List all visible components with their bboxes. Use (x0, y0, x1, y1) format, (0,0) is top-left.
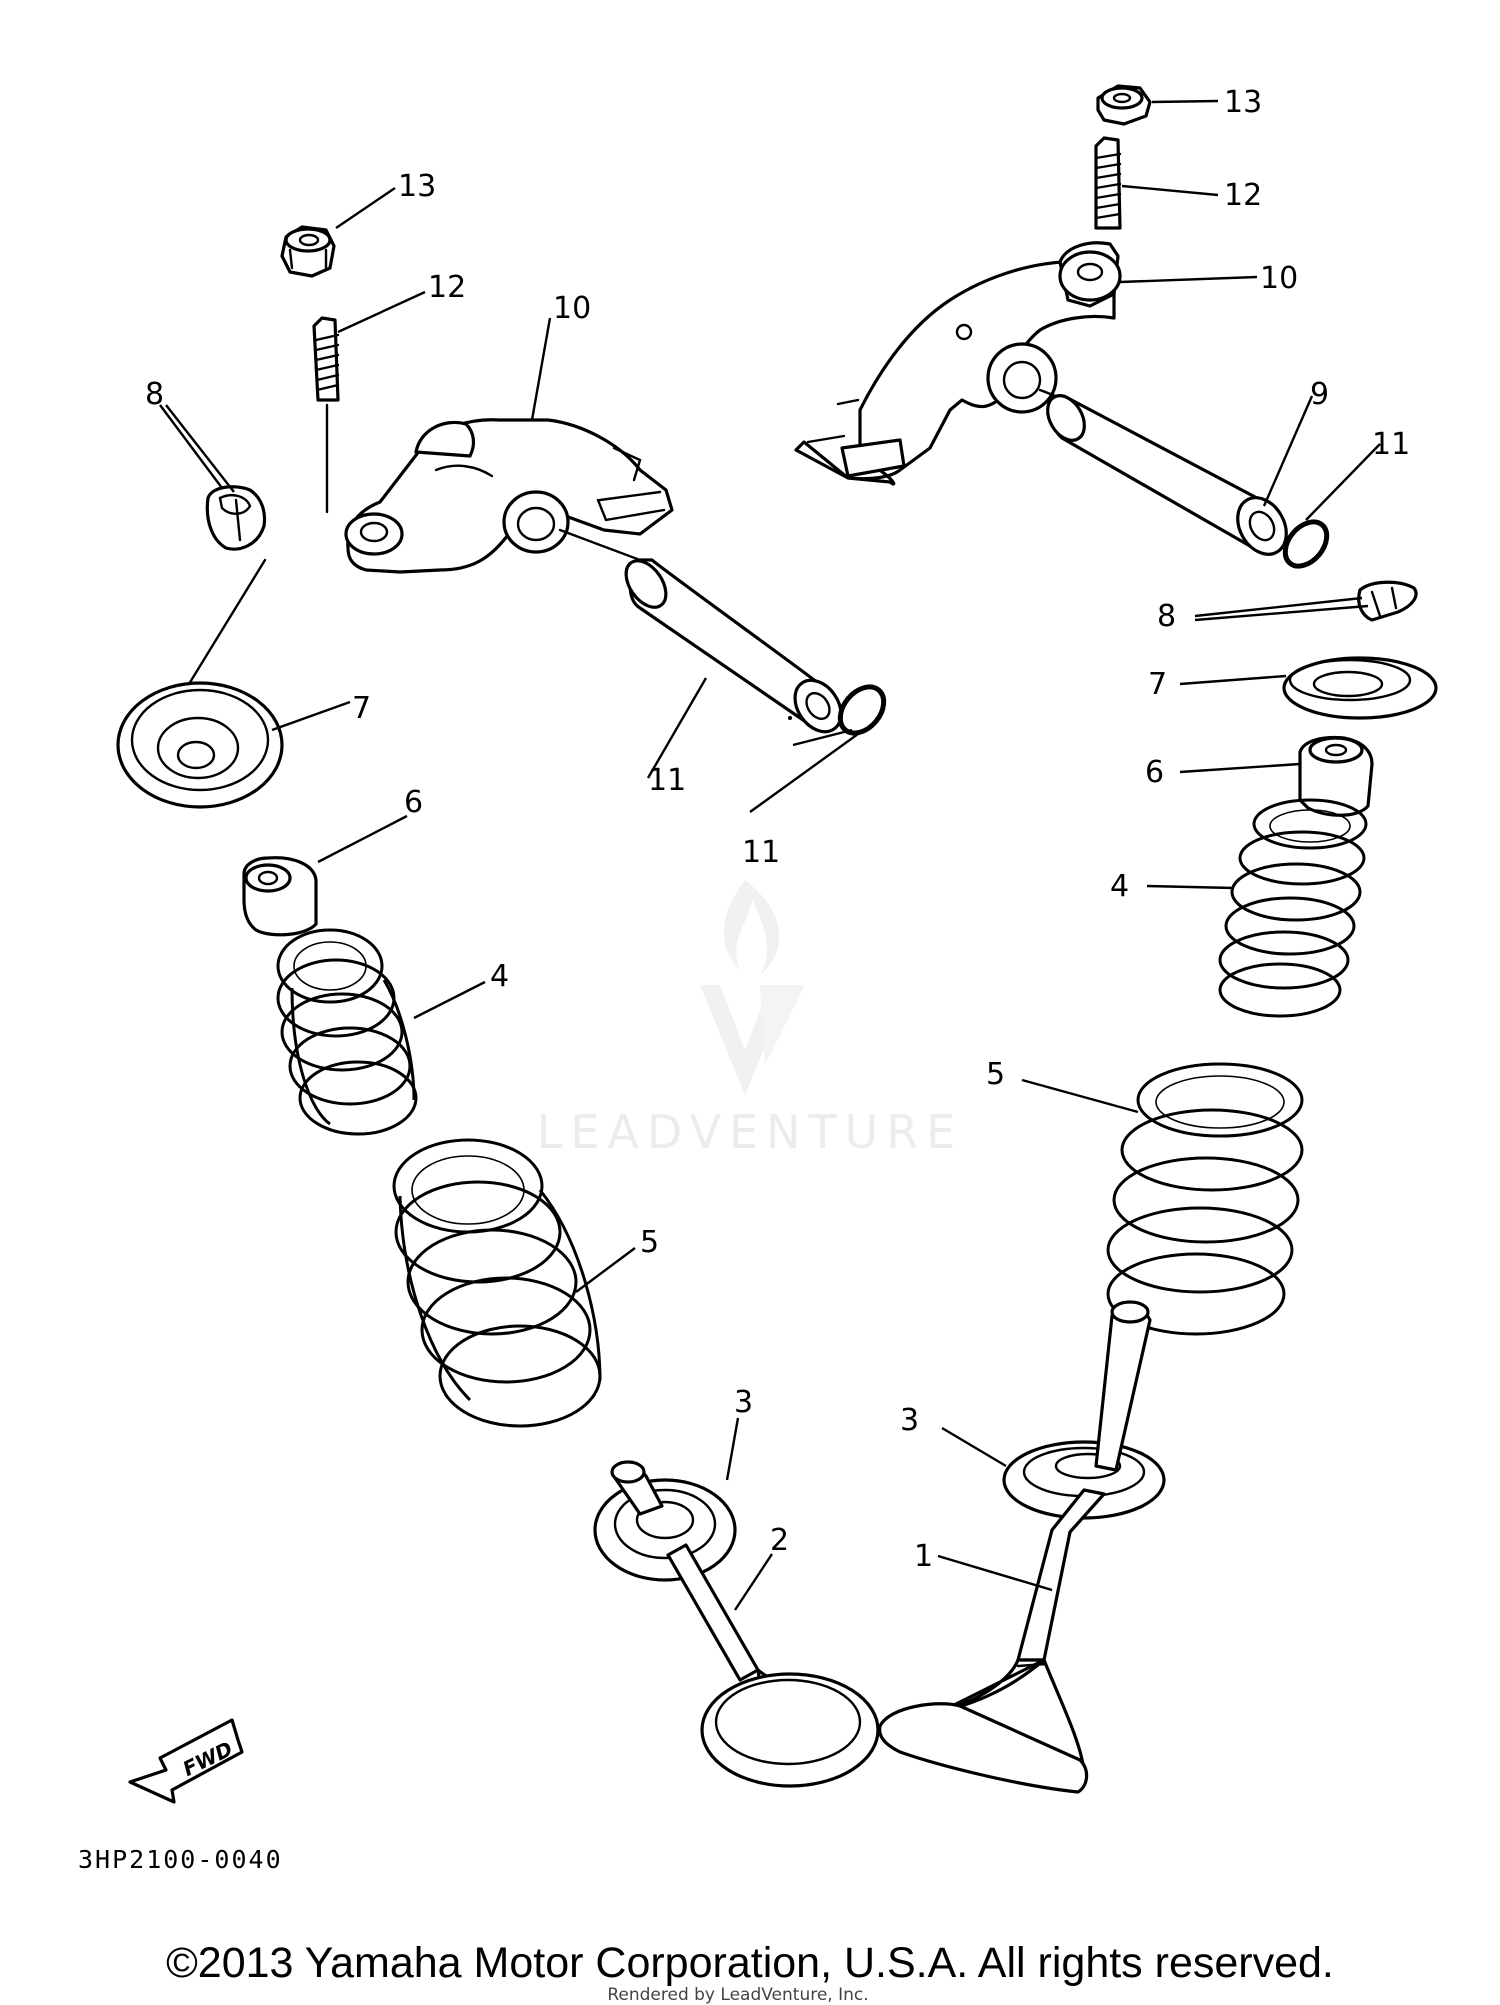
callout-labels: 13 12 8 10 7 6 4 5 11 11 3 2 13 12 10 9 … (145, 85, 1410, 1574)
callout-9-right: 10 (1260, 261, 1298, 296)
part-4-inner-valve-spring-left[interactable] (276, 928, 418, 1136)
callout-13-right: 13 (1224, 85, 1262, 120)
callout-6-right: 6 (1145, 755, 1164, 790)
part-11-o-ring-right[interactable] (1277, 514, 1335, 574)
part-6-valve-stem-seal-right[interactable] (1298, 735, 1374, 817)
part-2-intake-valve[interactable] (610, 1460, 880, 1788)
part-5-outer-valve-spring-left[interactable] (392, 1138, 602, 1428)
callout-2: 2 (770, 1523, 789, 1558)
callout-11-left: 11 (742, 835, 780, 870)
callout-7-left: 7 (352, 691, 371, 726)
part-8-valve-cotters-right[interactable] (1357, 580, 1418, 622)
callout-6-left: 6 (404, 785, 423, 820)
part-9-rocker-arm-right[interactable] (794, 241, 1122, 486)
watermark: LEADVENTURE (537, 880, 964, 1159)
part-9-rocker-arm-left[interactable] (344, 418, 674, 574)
callout-12-left: 12 (428, 270, 466, 305)
part-7-spring-retainer-left[interactable] (116, 681, 284, 809)
callout-8-right: 8 (1157, 599, 1176, 634)
callout-3-right: 3 (900, 1403, 919, 1438)
part-12-stud-right[interactable] (1094, 136, 1122, 230)
callout-11-right: 11 (1372, 427, 1410, 462)
callout-10-left: 11 (648, 763, 686, 798)
callout-12-right: 12 (1224, 178, 1262, 213)
leader-lines (159, 99, 1381, 1611)
diagram-code: 3HP2100-0040 (78, 1845, 283, 1874)
callout-5-left: 5 (640, 1225, 659, 1260)
part-1-exhaust-valve[interactable] (878, 1300, 1152, 1794)
part-6-valve-stem-seal-left[interactable] (242, 856, 318, 937)
part-11-o-ring-left[interactable] (831, 679, 892, 742)
part-12-stud-left[interactable] (312, 316, 340, 514)
part-13-nut-left[interactable] (280, 225, 336, 278)
flame-logo-icon (700, 880, 805, 1095)
part-3-spring-seat-right[interactable] (1002, 1440, 1166, 1520)
callout-8-left: 8 (145, 377, 164, 412)
watermark-text: LEADVENTURE (537, 1105, 964, 1159)
callout-4-left: 4 (490, 959, 509, 994)
callout-1: 1 (914, 1539, 933, 1574)
callout-3-left: 3 (734, 1385, 753, 1420)
part-5-outer-valve-spring-right[interactable] (1106, 1062, 1304, 1336)
part-7-spring-retainer-right[interactable] (1282, 656, 1438, 720)
part-13-nut-right[interactable] (1096, 84, 1152, 126)
fwd-arrow-icon: FWD (128, 1718, 244, 1804)
copyright-notice: ©2013 Yamaha Motor Corporation, U.S.A. A… (166, 1939, 1334, 1987)
part-10-rocker-shaft-left[interactable] (558, 528, 850, 740)
rendered-by-notice: Rendered by LeadVenture, Inc. (607, 1985, 868, 2005)
callout-4-right: 4 (1110, 869, 1129, 904)
part-3-spring-seat-left[interactable] (593, 1478, 737, 1582)
callout-10-right: 9 (1310, 377, 1329, 412)
callout-13-left: 13 (398, 169, 436, 204)
callout-5-right: 5 (986, 1057, 1005, 1092)
callout-9-left: 10 (553, 291, 591, 326)
part-10-rocker-shaft-right[interactable] (1038, 388, 1296, 563)
part-4-inner-valve-spring-right[interactable] (1218, 798, 1368, 1018)
callout-7-right: 7 (1148, 667, 1167, 702)
